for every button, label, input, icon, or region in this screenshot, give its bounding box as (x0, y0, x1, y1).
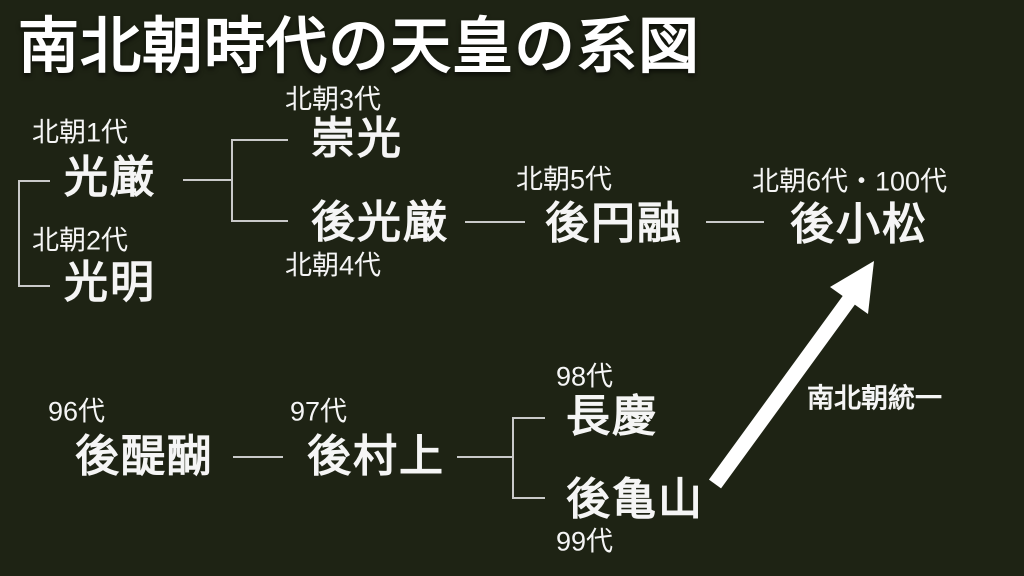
connector-stub-chokei (512, 417, 545, 419)
gen-label-go-kogon: 北朝4代 (285, 250, 382, 281)
gen-label-go-enyu: 北朝5代 (516, 164, 613, 195)
gen-label-go-daigo: 96代 (48, 396, 106, 427)
connector-go-enyu-go-komatsu (706, 221, 764, 223)
connector-bracket-bottom-vertical (512, 417, 514, 499)
emperor-go-enyu: 後円融 (545, 199, 683, 248)
connector-kogon-to-bracket (183, 179, 232, 181)
page-title: 南北朝時代の天皇の系図 (18, 12, 701, 80)
emperor-go-kogon: 後光厳 (311, 198, 449, 247)
connector-stub-kogon (18, 180, 50, 182)
emperor-kogon: 光厳 (64, 153, 156, 202)
connector-stub-go-kameyama (512, 497, 545, 499)
emperor-go-murakami: 後村上 (307, 432, 445, 481)
connector-go-murakami-to-bracket (457, 456, 512, 458)
emperor-go-daigo: 後醍醐 (75, 432, 213, 481)
connector-stub-komyo (18, 285, 50, 287)
connector-bracket-mid-vertical (231, 139, 233, 222)
connector-bracket-left-vertical (18, 180, 20, 287)
connector-stub-go-kogon (231, 220, 288, 222)
emperor-go-kameyama: 後亀山 (566, 475, 704, 524)
gen-label-go-murakami: 97代 (290, 396, 348, 427)
connector-go-daigo-go-murakami (233, 456, 283, 458)
connector-stub-suko (231, 139, 288, 141)
gen-label-komyo: 北朝2代 (32, 225, 129, 256)
emperor-komyo: 光明 (64, 258, 156, 307)
emperor-go-komatsu: 後小松 (790, 200, 928, 249)
gen-label-go-kameyama: 99代 (556, 526, 614, 557)
emperor-suko: 崇光 (311, 114, 403, 163)
emperor-chokei: 長慶 (566, 392, 658, 441)
gen-label-go-komatsu: 北朝6代・100代 (752, 166, 948, 197)
gen-label-suko: 北朝3代 (285, 84, 382, 115)
gen-label-chokei: 98代 (556, 361, 614, 392)
unification-label: 南北朝統一 (807, 383, 942, 414)
gen-label-kogon: 北朝1代 (32, 117, 129, 148)
connector-go-kogon-go-enyu (465, 221, 525, 223)
